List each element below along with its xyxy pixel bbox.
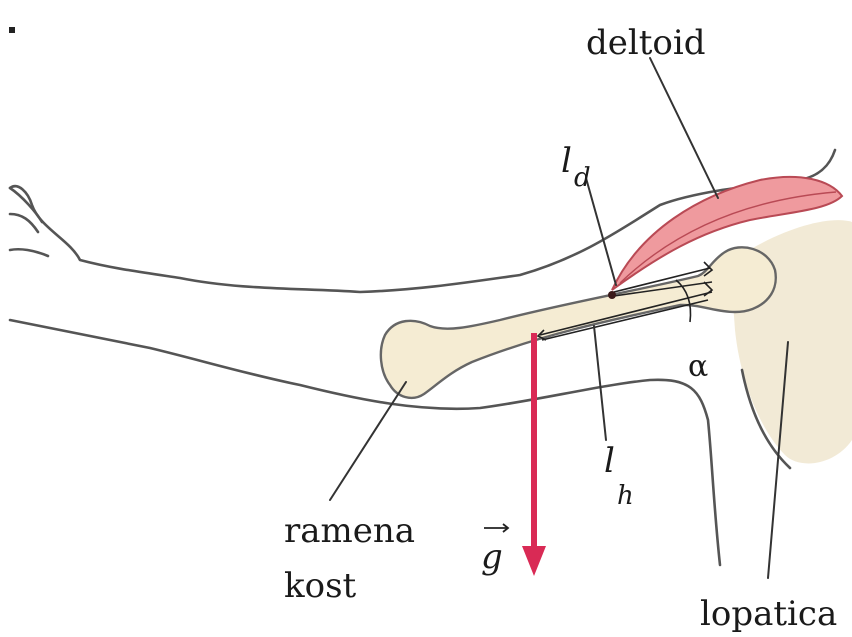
lh-leader	[594, 326, 606, 440]
label-ramena-line1: ramena	[284, 511, 415, 551]
label-lh-sub: h	[617, 481, 634, 511]
label-alpha: α	[688, 349, 708, 384]
label-ld-main: l	[561, 141, 572, 181]
label-deltoid: deltoid	[586, 23, 706, 63]
label-lh-main: l	[604, 441, 615, 481]
label-ld-sub: d	[574, 163, 591, 193]
label-g-vector: g	[481, 537, 503, 577]
label-ramena-line2: kost	[284, 566, 357, 606]
insertion-point	[608, 291, 616, 299]
label-lopatica: lopatica	[700, 594, 837, 634]
vector-arrow-icon	[484, 524, 508, 532]
gravity-arrow-head	[522, 546, 546, 576]
corner-mark	[9, 27, 15, 33]
deltoid-leader	[650, 58, 718, 198]
ld-leader	[586, 178, 616, 285]
humerus-bone	[381, 247, 776, 398]
